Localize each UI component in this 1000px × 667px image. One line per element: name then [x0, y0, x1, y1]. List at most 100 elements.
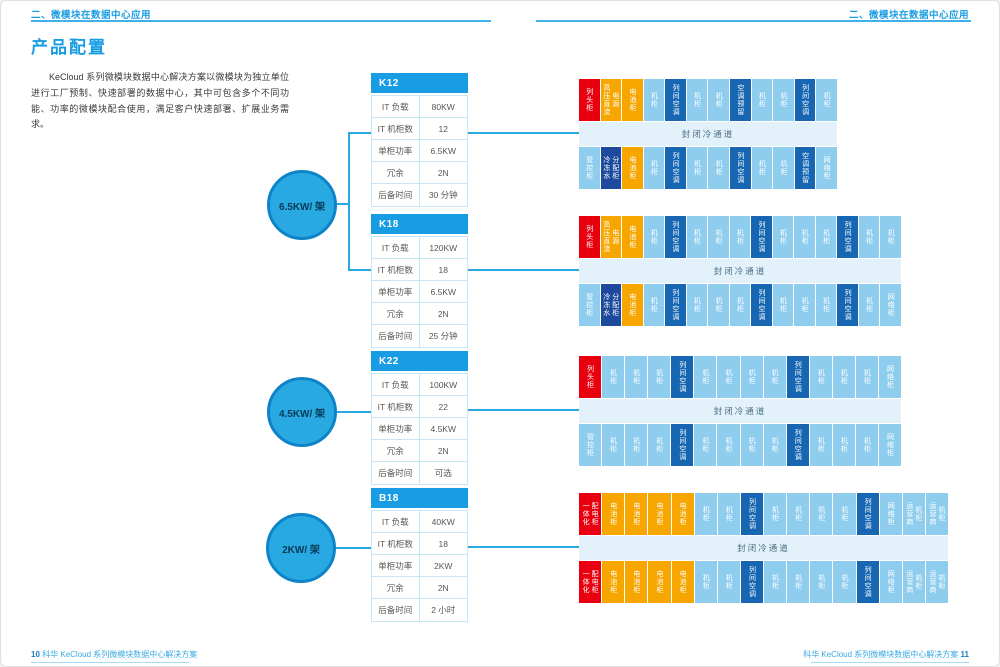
rack-block: 电池柜 [648, 493, 671, 535]
rack-block: 机柜 [625, 424, 648, 466]
spec-value: 2N [437, 308, 449, 319]
rack-block: 电池柜 [625, 561, 648, 603]
rack-block: 电池柜 [671, 493, 694, 535]
rack-block: 列间空调 [856, 493, 879, 535]
rack-block: 列间空调 [671, 424, 694, 466]
rack-block: 管控柜 [579, 284, 600, 326]
rack-block-label: 运营商机柜 [905, 570, 922, 594]
footer-left: 10 科华 KeCloud 系列微模块数据中心解决方案 [31, 649, 197, 660]
rack-block-label: 机柜 [822, 297, 830, 313]
connector-line [348, 132, 350, 271]
rack-block-label: 机柜 [632, 437, 640, 453]
rack-block: 电池柜 [622, 216, 643, 258]
spec-value: 12 [438, 123, 448, 134]
rack-block-label: 电池柜 [655, 570, 663, 594]
rack-block: 机柜 [773, 147, 794, 189]
spec-label: 冗余 [372, 440, 420, 461]
rack-block-label: 机柜 [736, 297, 744, 313]
spec-value: 18 [438, 264, 448, 275]
rack-block-label: 机柜 [655, 369, 663, 385]
rack-block: 电池柜 [602, 493, 625, 535]
connector-line [350, 269, 372, 271]
rack-block: 电池柜 [622, 79, 643, 121]
rack-block: 网络柜 [816, 147, 837, 189]
rack-block-label: 列间空调 [758, 289, 766, 321]
rack-block-label: 机柜 [865, 229, 873, 245]
page-number-right: 11 [960, 650, 969, 659]
rack-block: 列间空调 [856, 561, 879, 603]
rack-block: 机柜 [643, 216, 665, 258]
rack-block-label: 一体化配电柜 [582, 570, 599, 594]
spec-label: 冗余 [372, 577, 420, 598]
table-title: K12 [371, 73, 468, 93]
rack-block: 空调预留 [794, 147, 816, 189]
rack-block-label: 机柜 [817, 506, 825, 522]
rack-block-label: 列头柜 [586, 365, 594, 389]
header-rule-left [31, 20, 491, 22]
rack-block-label: 电池柜 [679, 502, 687, 526]
rack-block: 网络柜 [879, 356, 902, 398]
rack-block: 机柜 [686, 147, 708, 189]
rack-block-label: 机柜 [771, 369, 779, 385]
spec-label: IT 负载 [372, 374, 420, 395]
rack-block-label: 电池柜 [628, 225, 636, 249]
rack-block: 电池柜 [622, 284, 643, 326]
rack-block: 运营商机柜 [902, 493, 925, 535]
rack-block: 列间空调 [751, 284, 772, 326]
rack-block-label: 机柜 [715, 160, 723, 176]
rack-block-label: 列间空调 [794, 429, 802, 461]
circle-4-5kw: 4.5KW/ 架 [267, 377, 337, 447]
spec-value: 25 分钟 [428, 331, 458, 341]
rack-block-label: 机柜 [771, 437, 779, 453]
rack-block-label: 电池柜 [609, 502, 617, 526]
spec-label: 单柜功率 [372, 281, 420, 302]
cold-aisle-band: 封闭冷通道 [579, 122, 837, 146]
rack-block: 列间空调 [665, 216, 686, 258]
rack-block-label: 列间空调 [678, 361, 686, 393]
rack-block: 电池柜 [648, 561, 671, 603]
spec-value: 30 分钟 [428, 190, 458, 200]
spec-label: 单柜功率 [372, 555, 420, 576]
rack-block-label: 列间空调 [864, 566, 872, 598]
rack-block-label: 机柜 [655, 437, 663, 453]
rack-block: 机柜 [643, 147, 665, 189]
rack-block-label: 电池柜 [628, 156, 636, 180]
spec-label: IT 机柜数 [372, 396, 420, 417]
spec-value: 2N [437, 167, 449, 178]
rack-block: 列间空调 [837, 284, 858, 326]
rack-block: 机柜 [708, 147, 730, 189]
rack-block-label: 管控柜 [586, 433, 594, 457]
rack-row: 一体化配电柜电池柜电池柜电池柜电池柜机柜机柜列间空调机柜机柜机柜机柜列间空调网络… [579, 561, 948, 603]
rack-block-label: 网络柜 [887, 570, 895, 594]
rack-block-label: 机柜 [609, 369, 617, 385]
rack-block-label: 机柜 [748, 369, 756, 385]
rack-block-label: 运营商机柜 [928, 570, 945, 594]
rack-block: 机柜 [694, 356, 717, 398]
rack-block: 列间空调 [665, 284, 686, 326]
rack-block-label: 机柜 [794, 506, 802, 522]
rack-block: 网络柜 [879, 424, 902, 466]
spec-label: IT 负载 [372, 96, 420, 117]
rack-block-label: 列间空调 [864, 498, 872, 530]
rack-block-label: 机柜 [702, 574, 710, 590]
rack-block: 机柜 [787, 493, 810, 535]
rack-block-label: 机柜 [650, 297, 658, 313]
rack-block: 机柜 [708, 216, 729, 258]
rack-block-label: 机柜 [632, 369, 640, 385]
rack-row: 管控柜机柜机柜机柜列间空调机柜机柜机柜机柜列间空调机柜机柜机柜网络柜 [579, 424, 902, 466]
spec-value: 6.5KW [430, 145, 456, 156]
footer-text-right: 科华 KeCloud 系列微模块数据中心解决方案 [803, 650, 959, 659]
rack-block-label: 电池柜 [679, 570, 687, 594]
rack-block: 机柜 [763, 356, 786, 398]
connector-line [336, 547, 372, 549]
rack-block-label: 机柜 [736, 229, 744, 245]
rack-block-label: 机柜 [714, 229, 722, 245]
footer-rule-left [31, 662, 189, 663]
